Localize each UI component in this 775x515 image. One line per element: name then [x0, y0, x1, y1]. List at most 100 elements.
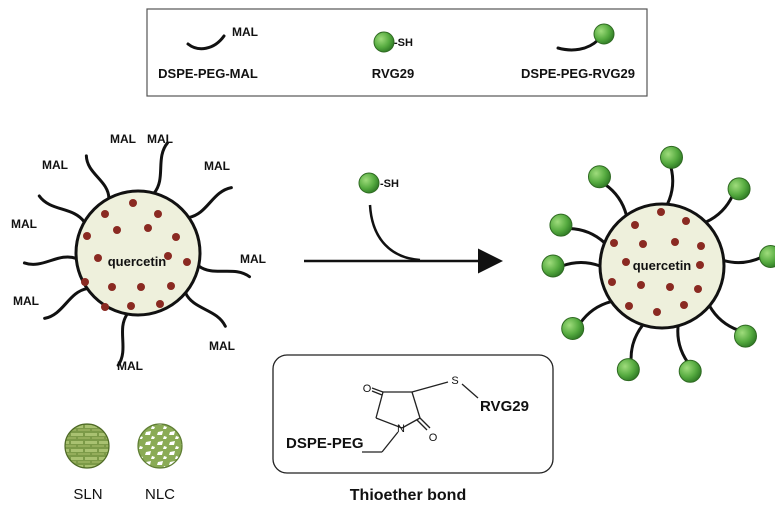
legend-box: MAL DSPE-PEG-MAL -SH RVG29 DSPE-PEG-RVG2…	[146, 8, 648, 97]
left-mal-label: MAL	[42, 158, 68, 172]
left-mal-label: MAL	[240, 252, 266, 266]
left-peg-chain	[152, 141, 170, 195]
right-peg-chain	[676, 324, 690, 365]
quercetin-dot	[101, 210, 109, 218]
quercetin-dot	[625, 302, 633, 310]
thioether-structure-box: O O N S RVG29 DSPE-PEG	[272, 354, 554, 474]
rvg29-ball-icon	[587, 165, 611, 189]
matrix-types: SLN NLC	[64, 423, 183, 503]
legend-rvg29-ball-icon	[373, 31, 395, 53]
left-chains	[22, 141, 252, 367]
left-mal-label: MAL	[117, 359, 143, 373]
quercetin-dot	[657, 208, 665, 216]
quercetin-dot	[167, 282, 175, 290]
quercetin-dot	[83, 232, 91, 240]
reaction-arrow-group: -SH	[304, 172, 503, 274]
quercetin-dot	[81, 278, 89, 286]
left-core-label: quercetin	[108, 254, 167, 269]
left-mal-label: MAL	[13, 294, 39, 308]
rvg29-nanoparticle: quercetin	[541, 145, 775, 383]
right-peg-chain	[629, 323, 645, 363]
reagent-rvg29-ball-icon	[358, 172, 380, 194]
left-peg-chain	[37, 194, 86, 224]
quercetin-dot	[108, 283, 116, 291]
rvg29-ball-icon	[549, 213, 573, 237]
nlc-label: NLC	[145, 486, 175, 503]
right-peg-chain	[603, 182, 628, 217]
left-peg-chain	[22, 255, 78, 266]
carbonyl-o-bottom: O	[429, 432, 438, 444]
left-peg-chain	[187, 186, 233, 219]
left-mal-label: MAL	[11, 217, 37, 231]
quercetin-dot	[129, 199, 137, 207]
legend-sh-tag: -SH	[394, 37, 413, 49]
left-peg-chain	[197, 264, 252, 279]
left-peg-chain	[116, 312, 129, 367]
succinimide-ring	[362, 381, 479, 453]
quercetin-dot	[697, 242, 705, 250]
quercetin-dot	[610, 239, 618, 247]
legend-conjugate-chain-icon	[556, 38, 600, 52]
right-core	[598, 202, 726, 330]
legend-chain-icon	[186, 34, 226, 51]
right-quercetin-dots	[608, 208, 705, 316]
right-peg-chain	[722, 255, 764, 265]
right-peg-chain	[578, 300, 613, 325]
reagent-curve	[368, 204, 421, 262]
rvg29-ball-icon	[733, 324, 757, 348]
right-core-label: quercetin	[633, 258, 692, 273]
nitrogen-atom: N	[397, 423, 405, 435]
rvg29-label: RVG29	[480, 398, 529, 415]
quercetin-dot	[156, 300, 164, 308]
right-peg-chain	[707, 304, 741, 332]
nlc-matrix-icon	[137, 423, 183, 469]
legend-label-rvg29: RVG29	[372, 66, 414, 81]
quercetin-dot	[154, 210, 162, 218]
rvg29-ball-icon	[660, 145, 683, 169]
left-quercetin-dots	[81, 199, 191, 311]
right-peg-chain	[704, 193, 735, 224]
rvg29-ball-icon	[561, 317, 585, 341]
left-mal-label: MAL	[147, 132, 173, 146]
dspe-peg-label: DSPE-PEG	[286, 435, 364, 452]
quercetin-dot	[639, 240, 647, 248]
quercetin-dot	[637, 281, 645, 289]
quercetin-dot	[101, 303, 109, 311]
left-peg-chain	[84, 154, 111, 200]
quercetin-dot	[94, 254, 102, 262]
legend-mal-tag: MAL	[232, 25, 258, 39]
rvg29-ball-icon	[616, 358, 640, 382]
quercetin-dot	[631, 221, 639, 229]
rvg29-ball-icon	[678, 359, 702, 383]
thioether-caption: Thioether bond	[350, 487, 466, 504]
carbonyl-o-top: O	[363, 383, 372, 395]
quercetin-dot	[172, 233, 180, 241]
quercetin-dot	[696, 261, 704, 269]
sulfur-atom: S	[451, 375, 458, 387]
right-peg-chain	[567, 227, 607, 245]
left-mal-label: MAL	[110, 132, 136, 146]
reagent-sh-tag: -SH	[380, 178, 399, 190]
right-peg-chain	[560, 261, 602, 268]
rvg29-ball-icon	[727, 177, 751, 201]
left-core	[74, 189, 202, 317]
rvg29-ball-icon	[541, 254, 565, 278]
quercetin-dot	[680, 301, 688, 309]
legend-conjugate-ball-icon	[593, 23, 615, 45]
sln-matrix-icon	[64, 423, 110, 469]
legend-label-dspe-peg-mal: DSPE-PEG-MAL	[158, 66, 258, 81]
quercetin-dot	[666, 283, 674, 291]
quercetin-dot	[113, 226, 121, 234]
sln-label: SLN	[73, 486, 102, 503]
quercetin-dot	[164, 252, 172, 260]
quercetin-dot	[622, 258, 630, 266]
left-peg-chain	[183, 291, 227, 328]
right-chains	[541, 145, 775, 383]
quercetin-dot	[682, 217, 690, 225]
rvg29-ball-icon	[759, 245, 775, 268]
quercetin-dot	[137, 283, 145, 291]
quercetin-dot	[671, 238, 679, 246]
